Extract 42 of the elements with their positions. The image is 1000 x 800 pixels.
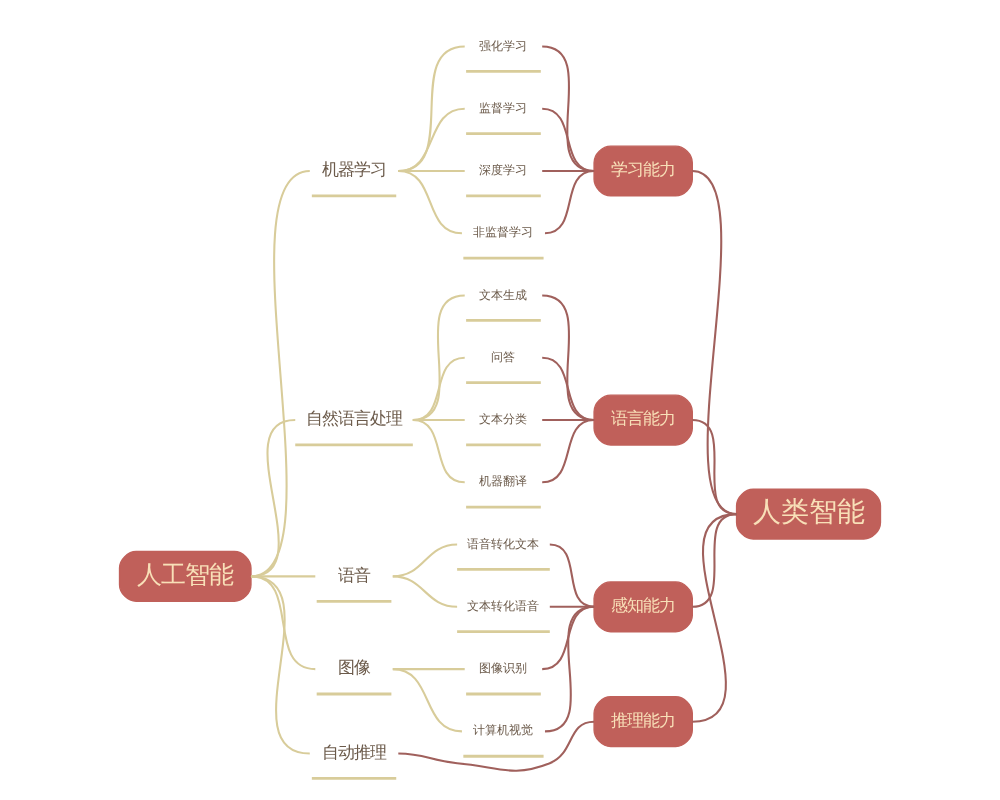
connector xyxy=(412,419,465,422)
connector xyxy=(542,419,595,484)
connector xyxy=(542,170,595,173)
connector xyxy=(542,107,595,173)
node-text: 自动推理 xyxy=(322,741,387,762)
node-box: 语言能力 xyxy=(593,394,693,446)
connector xyxy=(692,513,737,608)
connector xyxy=(542,294,595,422)
connector xyxy=(691,170,737,516)
node-text: 自然语言处理 xyxy=(306,408,403,429)
connector xyxy=(250,575,316,671)
connector xyxy=(692,419,737,516)
connector xyxy=(392,575,458,608)
connector xyxy=(544,605,595,733)
node-box: 学习能力 xyxy=(593,145,693,197)
connector xyxy=(542,356,595,422)
connector xyxy=(412,419,465,484)
node-box: 推理能力 xyxy=(593,696,693,748)
node-text: 图像 xyxy=(338,657,371,678)
node-box: 人工智能 xyxy=(118,550,252,602)
connector xyxy=(542,419,595,422)
node-box: 感知能力 xyxy=(593,581,693,633)
connector xyxy=(542,605,595,671)
connector xyxy=(250,575,316,578)
connector xyxy=(398,170,465,173)
connector xyxy=(692,513,737,723)
connector xyxy=(412,294,465,422)
node-text: 语音 xyxy=(338,564,371,585)
connector xyxy=(412,356,465,422)
connector xyxy=(392,668,465,671)
connector xyxy=(392,543,458,578)
node-text: 机器学习 xyxy=(322,159,387,180)
connector xyxy=(398,720,595,772)
node-box: 人类智能 xyxy=(735,488,882,540)
connector xyxy=(542,45,595,173)
connector xyxy=(398,170,463,235)
connector xyxy=(398,107,465,173)
connector xyxy=(398,45,465,173)
connector xyxy=(250,575,310,755)
connector xyxy=(549,543,595,608)
connector xyxy=(392,668,463,733)
connector xyxy=(544,170,595,235)
